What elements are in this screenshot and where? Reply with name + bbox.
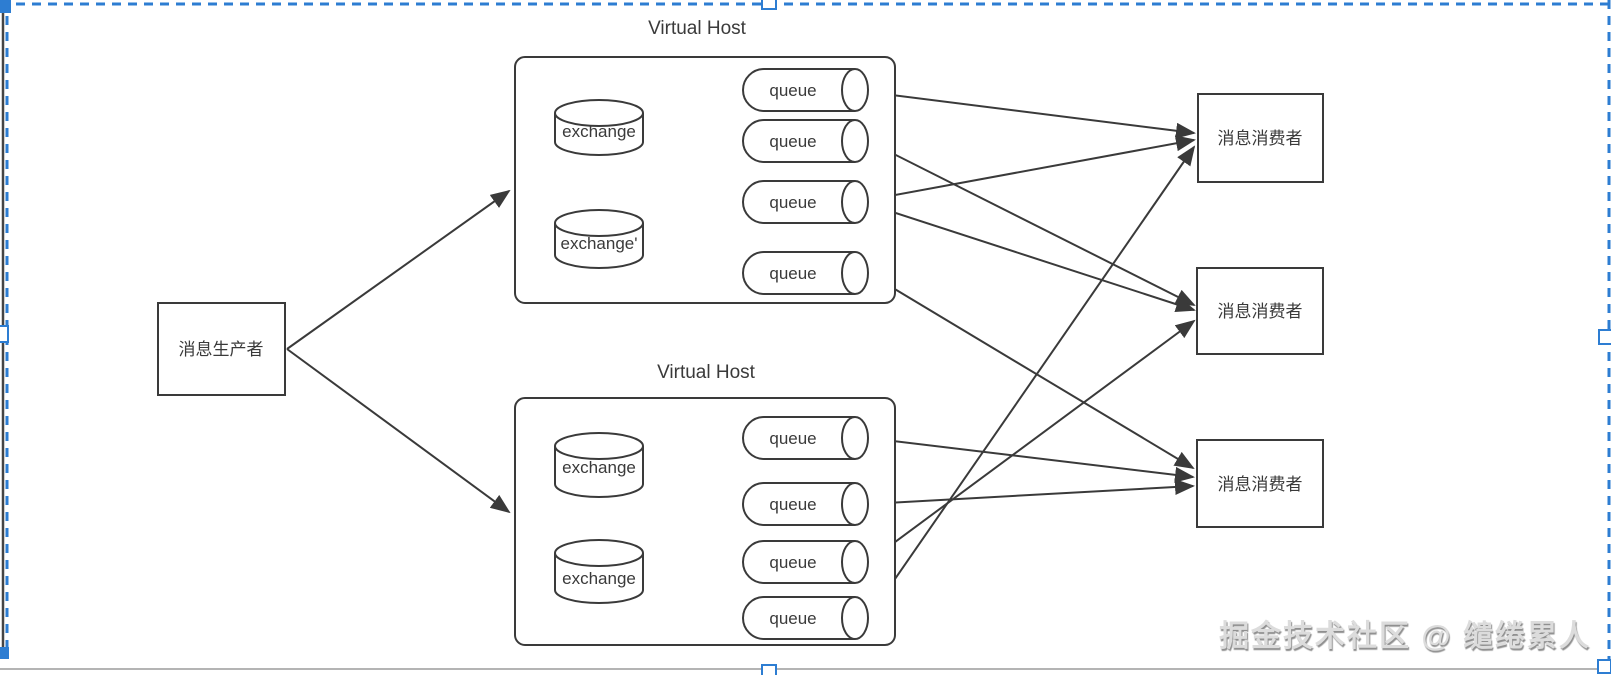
- watermark-text: 掘金技术社区 @ 缱绻累人: [1219, 620, 1591, 653]
- producer-box: [157, 302, 286, 396]
- vh1-queue-4-body: [742, 251, 855, 295]
- vh2-queue-4-body: [742, 596, 855, 640]
- virtual-host-2-title: Virtual Host: [657, 362, 756, 383]
- vh1-queue-4-label: queue: [769, 264, 816, 283]
- edge-vh1-q3-c1: [867, 135, 1196, 201]
- vh1-exchange-2: exchange': [554, 209, 644, 269]
- vh2-queue-3-cap: [841, 540, 869, 584]
- vh1-exchange-1-top: [554, 99, 644, 127]
- resize-handle-top-left[interactable]: [0, 0, 11, 13]
- producer-label: 消息生产者: [179, 340, 264, 359]
- vh2-exchange-1-body: [554, 446, 644, 498]
- vh2-queue-2-cap: [841, 482, 869, 526]
- vh1-exchange-2-top: [554, 209, 644, 237]
- virtual-host-2: Virtual Host exchange exchange queue q: [514, 362, 896, 646]
- vh2-exchange-2-top: [554, 539, 644, 567]
- vh2-exchange-2: exchange: [554, 539, 644, 604]
- vh1-queue-3-body: [742, 180, 855, 224]
- vh1-queue-4-cap: [841, 251, 869, 295]
- edge-vh2-q2-c3: [867, 479, 1195, 505]
- vh2-queue-3: queue: [742, 540, 869, 584]
- virtual-host-1: Virtual Host exchange exchange' queue: [514, 18, 896, 304]
- vh2-queue-4-cap: [841, 596, 869, 640]
- vh1-queue-1: queue: [742, 68, 869, 112]
- vh2-queue-2: queue: [742, 482, 869, 526]
- edge-producer-vhost2: [286, 348, 511, 514]
- consumer-2-box: [1196, 267, 1324, 355]
- vh2-queue-3-body: [742, 540, 855, 584]
- vh1-queue-2-body: [742, 119, 855, 163]
- vh1-queue-3-cap: [841, 180, 869, 224]
- consumer-2: 消息消费者: [1196, 267, 1324, 355]
- vh1-queue-3-label: queue: [769, 193, 816, 212]
- vh2-queue-1-cap: [841, 416, 869, 460]
- vh2-queue-4: queue: [742, 596, 869, 640]
- resize-handle-bottom-left[interactable]: [0, 647, 9, 659]
- vh2-queue-1-label: queue: [769, 429, 816, 448]
- vh2-exchange-2-body: [554, 553, 644, 604]
- resize-handle-top-center[interactable]: [761, 0, 777, 10]
- consumer-1-label: 消息消费者: [1218, 129, 1303, 148]
- edge-vh1-q3-c2: [867, 203, 1196, 313]
- consumer-3-box: [1196, 439, 1324, 528]
- edge-producer-vhost1: [286, 189, 511, 350]
- edge-vh1-q1-c1: [867, 91, 1196, 139]
- resize-handle-left-middle[interactable]: [0, 325, 9, 343]
- vh2-queue-3-label: queue: [769, 553, 816, 572]
- vh1-queue-1-cap: [841, 68, 869, 112]
- consumer-3-label: 消息消费者: [1218, 475, 1303, 494]
- producer-node: 消息生产者: [157, 302, 286, 396]
- vh1-exchange-2-label: exchange': [561, 234, 638, 253]
- vh1-exchange-1: exchange: [554, 99, 644, 156]
- resize-handle-bottom-center[interactable]: [761, 664, 777, 675]
- vh2-queue-1-body: [742, 416, 855, 460]
- vh2-exchange-1: exchange: [554, 432, 644, 498]
- vh2-queue-4-label: queue: [769, 609, 816, 628]
- edge-vh2-q3-c2: [867, 319, 1196, 563]
- vh2-exchange-2-label: exchange: [562, 569, 636, 588]
- consumer-2-label: 消息消费者: [1218, 302, 1303, 321]
- resize-handle-right-middle[interactable]: [1598, 329, 1611, 345]
- virtual-host-1-title: Virtual Host: [648, 18, 747, 39]
- vh2-exchange-1-label: exchange: [562, 458, 636, 477]
- edge-vh2-q4-c1: [867, 145, 1196, 619]
- vh1-exchange-1-label: exchange: [562, 122, 636, 141]
- resize-handle-bottom-right[interactable]: [1597, 659, 1611, 674]
- vh1-queue-1-label: queue: [769, 81, 816, 100]
- consumer-1-box: [1197, 93, 1324, 183]
- edge-vh1-q2-c2: [867, 140, 1196, 306]
- vh1-queue-3: queue: [742, 180, 869, 224]
- vh2-queue-1: queue: [742, 416, 869, 460]
- vh2-exchange-1-top: [554, 432, 644, 460]
- vh2-queue-2-body: [742, 482, 855, 526]
- edge-vh1-q4-c3: [867, 272, 1195, 470]
- consumer-3: 消息消费者: [1196, 439, 1324, 528]
- vh1-queue-4: queue: [742, 251, 869, 295]
- vh1-queue-2-label: queue: [769, 132, 816, 151]
- vh1-queue-2-cap: [841, 119, 869, 163]
- edge-vh2-q1-c3: [867, 437, 1195, 483]
- consumer-1: 消息消费者: [1197, 93, 1324, 183]
- vh1-queue-2: queue: [742, 119, 869, 163]
- vh1-queue-1-body: [742, 68, 855, 112]
- vh2-queue-2-label: queue: [769, 495, 816, 514]
